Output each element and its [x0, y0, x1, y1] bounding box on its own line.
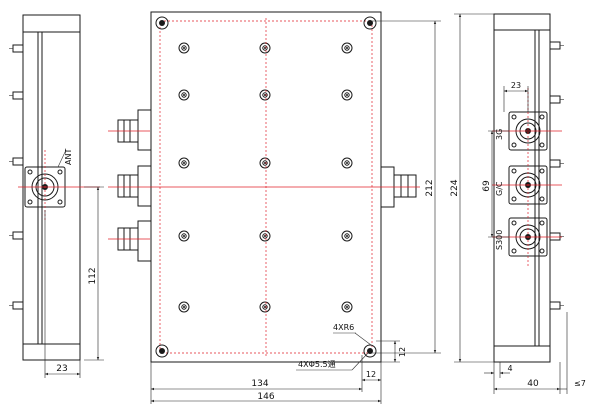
dim-4-label: 4 [507, 364, 512, 373]
dim-12-horizontal [361, 355, 382, 384]
port-label-2: G/C [495, 181, 504, 196]
dim-12-vertical [376, 340, 400, 363]
left-side-screws [9, 44, 24, 310]
left-body-outline [22, 14, 81, 361]
left-connectors [117, 109, 152, 262]
dim-23-right-label: 23 [511, 81, 521, 90]
dim-146 [151, 384, 382, 404]
r6-label: 4XR6 [333, 323, 354, 332]
dim-23-left [44, 210, 81, 378]
dim-4 [484, 362, 510, 378]
dim-7-label: ≤7 [574, 379, 586, 388]
port-label-3: S300 [495, 230, 504, 250]
dim-12-horizontal-label: 12 [366, 370, 376, 379]
dim-212 [372, 20, 441, 354]
right-body-outline [493, 13, 551, 363]
center-plan-view: 212 12 4XR6 4XΦ5.5通 12 134 [108, 11, 441, 404]
ant-leader [57, 149, 67, 168]
hole-label: 4XΦ5.5通 [298, 359, 336, 369]
dim-40-label: 40 [527, 379, 539, 389]
dim-7 [560, 312, 568, 394]
hole-leader [351, 352, 369, 371]
dim-224-label: 224 [450, 179, 460, 196]
dim-134-label: 134 [251, 379, 268, 389]
dim-40 [493, 362, 561, 394]
dim-112-label: 112 [88, 267, 98, 284]
dim-23-left-label: 23 [56, 364, 67, 374]
screw-grid [178, 42, 353, 313]
right-side-view: 3G G/C S300 23 69 224 [450, 13, 586, 394]
dim-134 [150, 362, 363, 404]
right-side-screws [549, 41, 564, 310]
port-label-1: 3G [495, 129, 504, 140]
left-side-view: ANT 112 23 [9, 14, 104, 378]
dim-69 [488, 130, 509, 238]
dim-212-label: 212 [425, 179, 435, 196]
dim-146-label: 146 [257, 392, 274, 402]
r6-leader [354, 332, 372, 346]
dim-12-vertical-label: 12 [398, 347, 407, 357]
dim-23-right [503, 86, 529, 112]
dim-224 [454, 13, 494, 363]
dim-112 [84, 186, 104, 361]
dim-69-label: 69 [482, 180, 492, 192]
corner-mounting-holes [155, 16, 377, 358]
ant-label: ANT [64, 149, 73, 165]
